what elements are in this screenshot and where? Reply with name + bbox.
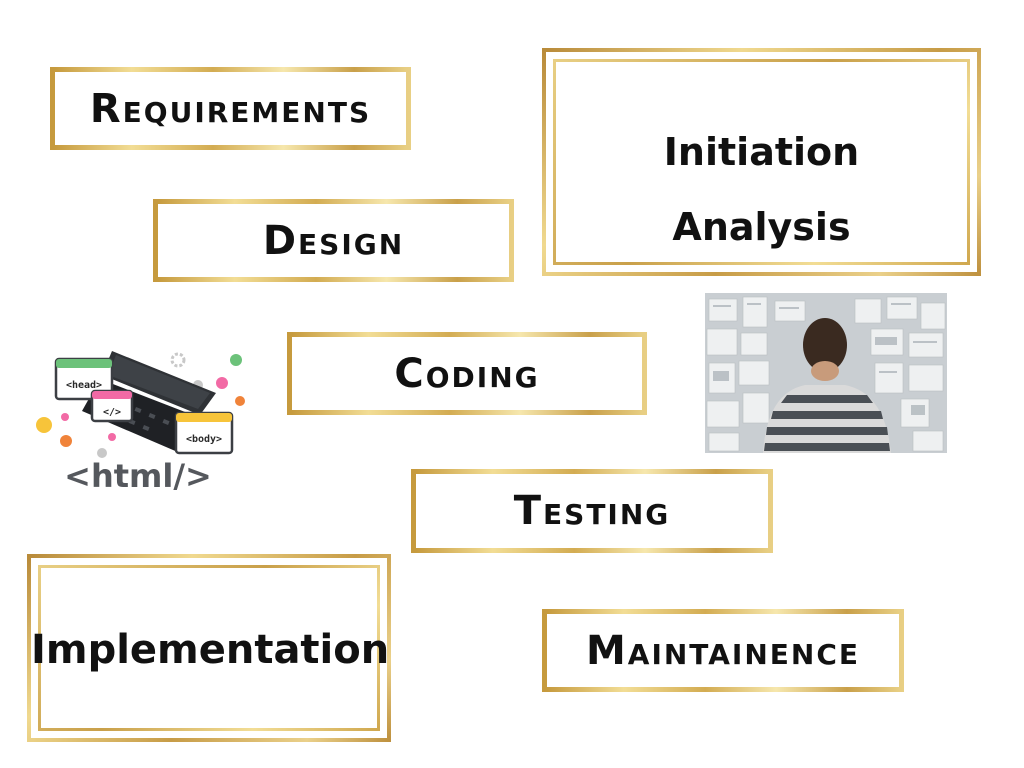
testing-label: Testing: [513, 488, 671, 534]
implementation-label: Implementation: [31, 627, 390, 673]
head-tag-text: <head>: [66, 380, 102, 391]
html-tag-text: <html/>: [64, 457, 212, 495]
design-label: Design: [262, 217, 405, 264]
testing-box: Testing: [411, 469, 773, 553]
body-tag-text: <body>: [186, 434, 222, 445]
initiation-analysis-box: Initiation Analysis: [542, 48, 981, 276]
implementation-inner-frame: [38, 565, 380, 731]
design-box: Design: [153, 199, 514, 282]
requirements-box: Requirements: [50, 67, 411, 150]
analysis-label: Analysis: [672, 205, 851, 249]
initiation-analysis-inner-frame: [553, 59, 970, 265]
requirements-label: Requirements: [89, 85, 372, 132]
laptop-html-icon: <head> </> <body> <html/>: [30, 345, 260, 495]
coding-label: Coding: [394, 350, 540, 397]
initiation-label: Initiation: [663, 130, 860, 174]
coding-box: Coding: [287, 332, 647, 415]
code-tag-text: </>: [103, 407, 121, 418]
maintainence-label: Maintainence: [585, 627, 860, 674]
person-viewing-board-photo: [705, 293, 947, 453]
implementation-box: Implementation: [27, 554, 391, 742]
maintainence-box: Maintainence: [542, 609, 904, 692]
